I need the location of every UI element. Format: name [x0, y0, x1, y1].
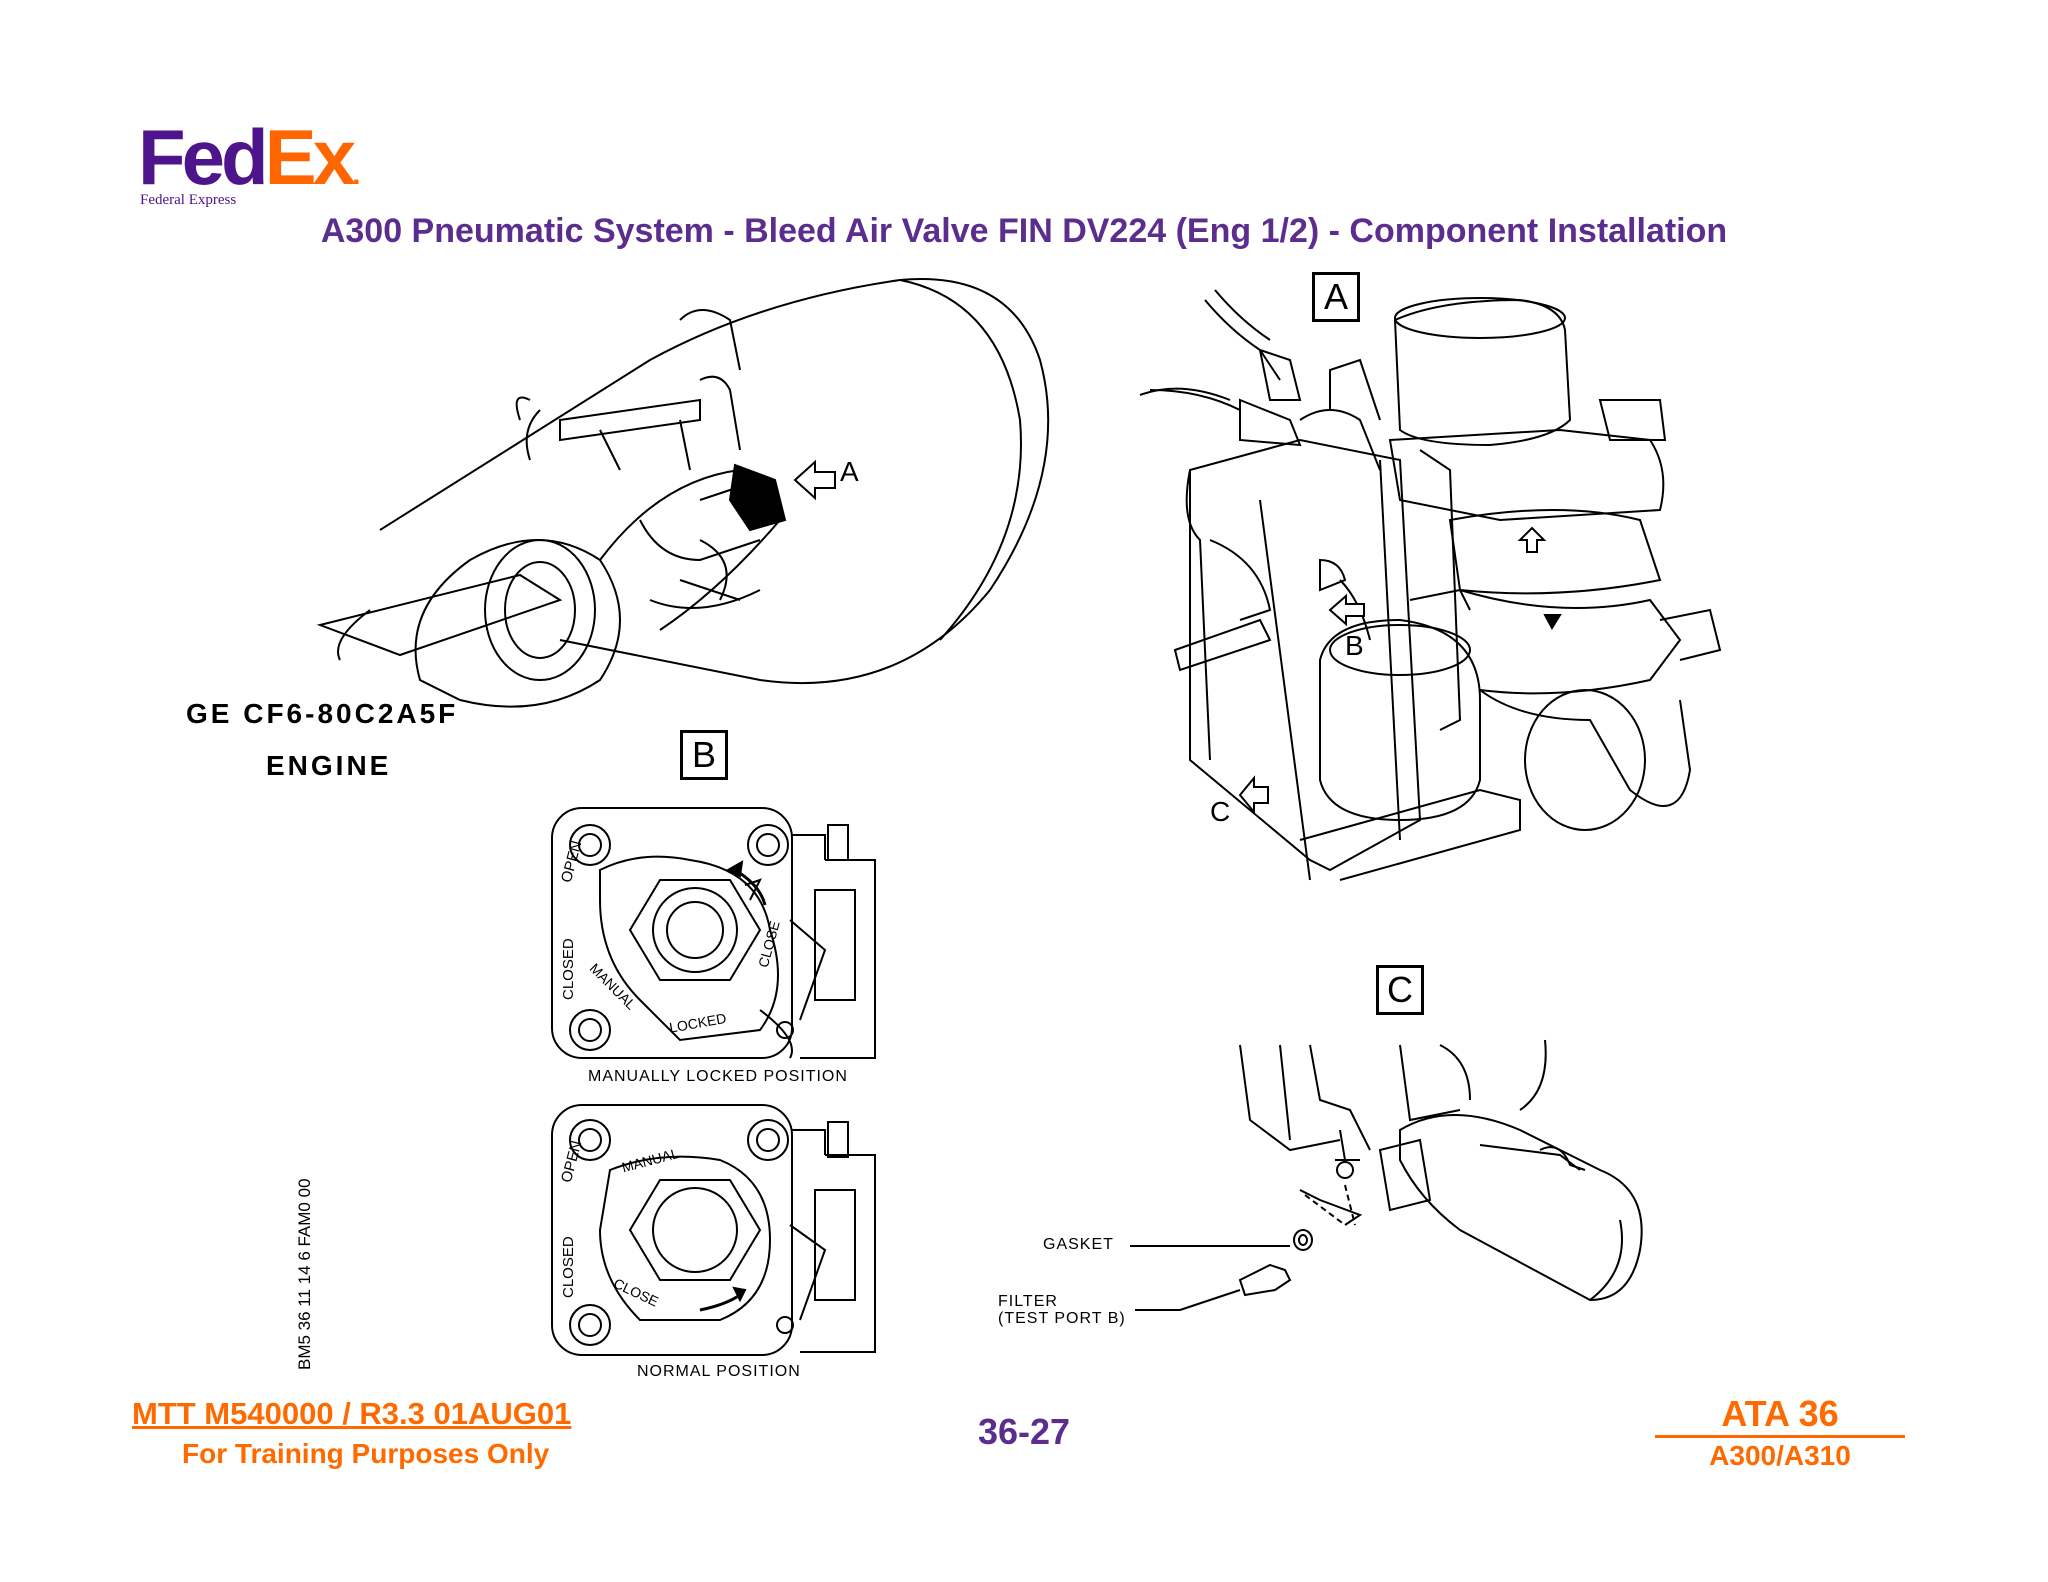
caption-filter-line1: FILTER [998, 1293, 1058, 1310]
footer-training-notice: For Training Purposes Only [182, 1438, 550, 1469]
caption-normal-position: NORMAL POSITION [637, 1363, 801, 1380]
engine-label-line2: ENGINE [266, 750, 392, 781]
dial-closed-label-2: CLOSED [560, 1236, 577, 1298]
view-b-dial-normal [551, 1104, 876, 1356]
engine-label-line1: GE CF6-80C2A5F [186, 698, 459, 729]
view-a-label: A [1312, 272, 1360, 322]
callout-b: B [1345, 630, 1364, 661]
callout-c: C [1210, 796, 1231, 827]
valve-location-mark [728, 463, 787, 532]
page-title: A300 Pneumatic System - Bleed Air Valve … [320, 212, 1728, 250]
caption-filter-line2: (TEST PORT B) [998, 1310, 1126, 1327]
page-number: 36-27 [978, 1411, 1071, 1452]
logo-subtitle: Federal Express [140, 192, 237, 208]
fedex-logo: FedEx. Federal Express [138, 118, 361, 209]
view-b-dial-locked [551, 807, 876, 1059]
callout-a: A [840, 456, 859, 487]
caption-filter: FILTER (TEST PORT B) [998, 1293, 1126, 1327]
view-c-filter-illustration [1239, 1039, 1643, 1302]
footer-document-id: MTT M540000 / R3.3 01AUG01 [132, 1396, 572, 1431]
footer-aircraft-model: A300/A310 [1709, 1440, 1851, 1471]
dial-closed-label-1: CLOSED [560, 938, 577, 1000]
engine-illustration [316, 278, 1050, 708]
caption-manually-locked: MANUALLY LOCKED POSITION [588, 1068, 848, 1085]
view-a-valve-illustration [1139, 289, 1722, 881]
logo-ex: Ex [264, 113, 356, 201]
logo-fed: Fed [138, 113, 269, 201]
view-b-label: B [680, 730, 728, 780]
caption-gasket: GASKET [1043, 1236, 1114, 1253]
view-c-label: C [1376, 965, 1424, 1015]
drawing-reference-code: BM5 36 11 14 6 FAM0 00 [295, 1178, 314, 1370]
footer-ata-chapter: ATA 36 [1655, 1393, 1905, 1438]
